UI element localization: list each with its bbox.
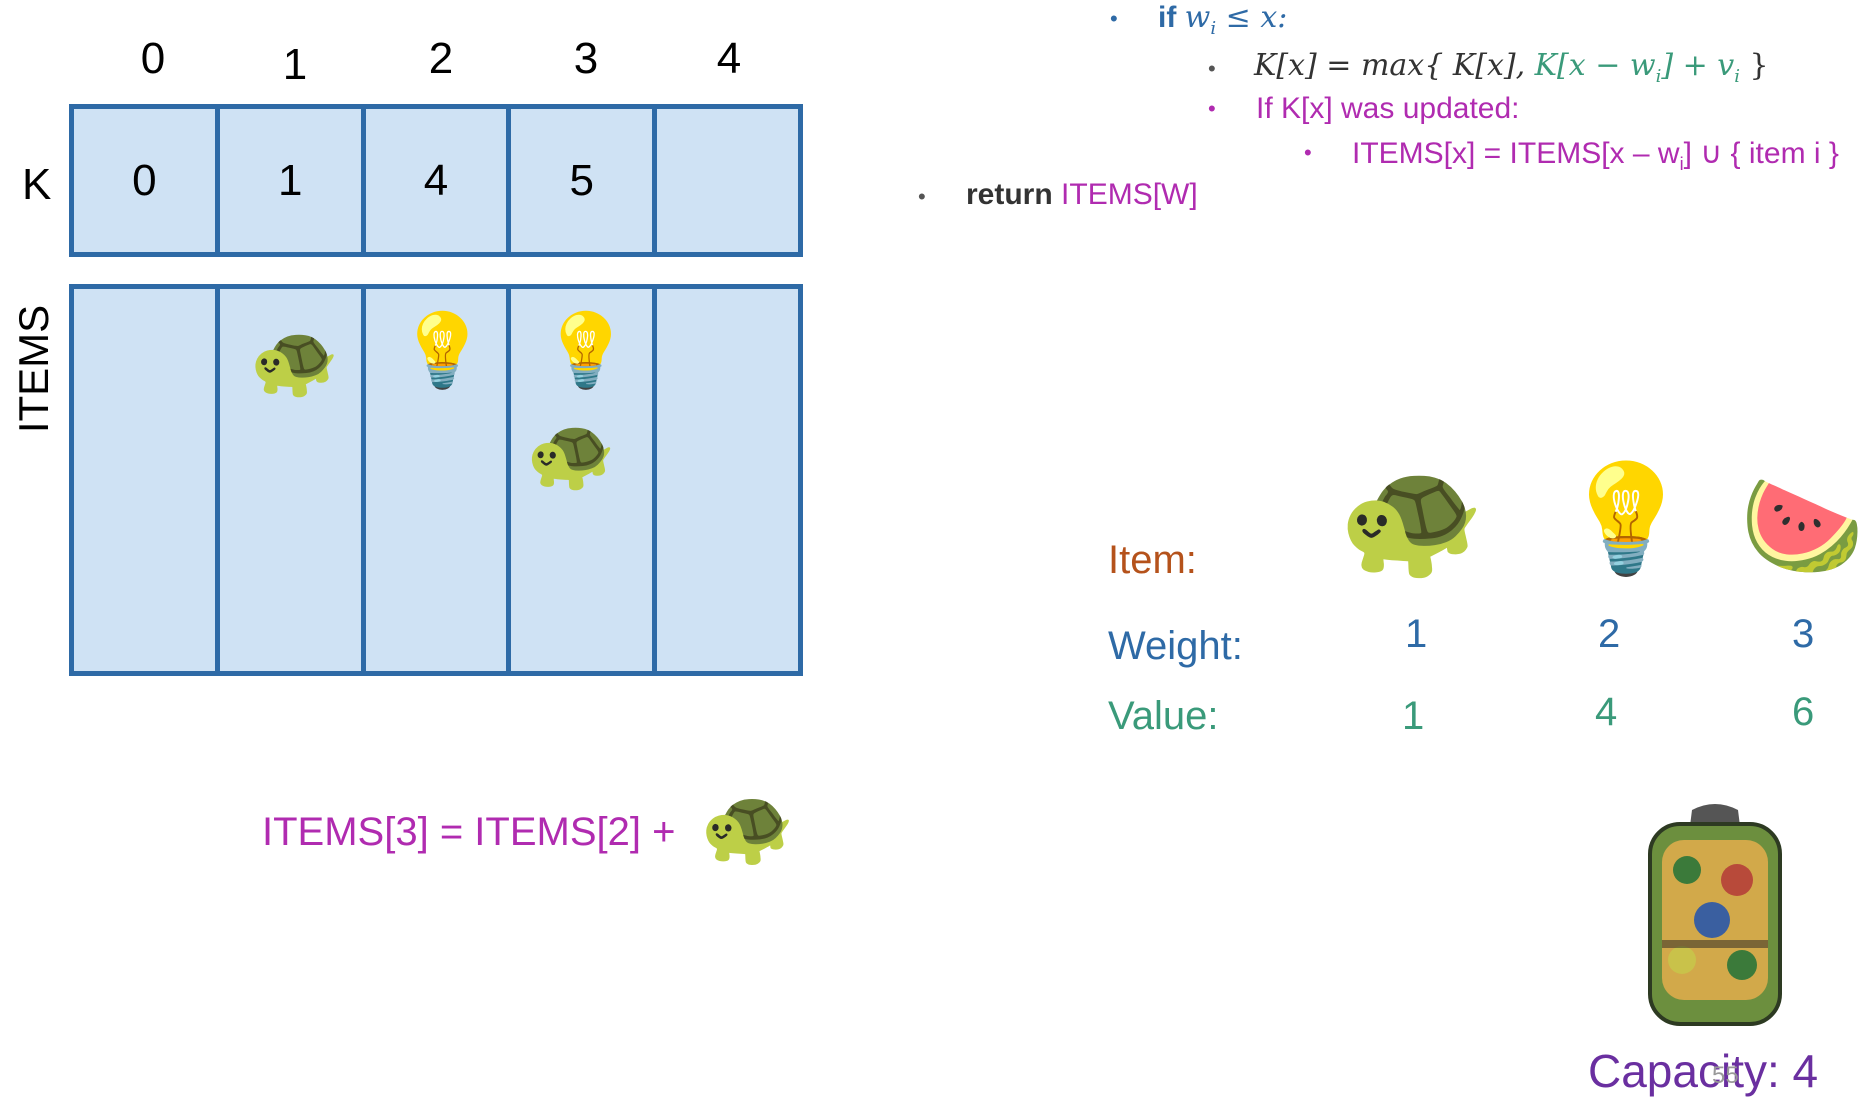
- column-header-0: 0: [140, 34, 166, 83]
- value-value: 1: [1402, 694, 1425, 738]
- items-cell-3: 💡 🐢: [511, 289, 658, 671]
- items-cell-4: [657, 289, 798, 671]
- weight-value: 1: [1405, 612, 1428, 656]
- turtle-icon: 🐢: [700, 781, 795, 870]
- lightbulb-icon: 💡: [1560, 457, 1692, 580]
- k-value: 4: [423, 155, 449, 205]
- if-keyword: if: [1158, 1, 1177, 34]
- turtle-icon: 🐢: [1338, 448, 1485, 586]
- bullet: •: [918, 184, 926, 209]
- items-cell-0: [74, 289, 220, 671]
- item-label: Item:: [1108, 538, 1197, 582]
- items-cell-1: 🐢: [220, 289, 366, 671]
- k-table: 0 1 4 5: [69, 104, 803, 257]
- weight-value: 3: [1792, 612, 1815, 656]
- code-line-items-update: ITEMS[x] = ITEMS[x – wi] ∪ { item i }: [1352, 137, 1839, 174]
- value-value: 6: [1792, 690, 1815, 734]
- column-header-3: 3: [573, 34, 599, 83]
- code-line-return: return ITEMS[W]: [966, 178, 1198, 212]
- bullet: •: [1208, 96, 1216, 121]
- lightbulb-icon: 💡: [541, 308, 632, 392]
- k-cell-3: 5: [511, 109, 658, 252]
- max-expression: K[x] = max{ K[x],: [1254, 48, 1535, 83]
- code-line-max: K[x] = max{ K[x], K[x − wi] + vi }: [1254, 48, 1769, 87]
- k-value: 1: [277, 155, 303, 205]
- bullet: •: [1304, 140, 1312, 165]
- k-value: 5: [569, 155, 595, 205]
- return-keyword: return: [966, 178, 1053, 211]
- update-note: ITEMS[3] = ITEMS[2] +: [262, 810, 676, 854]
- k-cell-0: 0: [74, 109, 220, 252]
- value-label: Value:: [1108, 694, 1219, 738]
- bullet: •: [1110, 6, 1118, 31]
- turtle-icon: 🐢: [249, 318, 340, 402]
- k-row-label: K: [22, 160, 52, 209]
- column-header-4: 4: [716, 34, 742, 83]
- code-line-if: if wi ≤ x:: [1158, 0, 1287, 39]
- items-table: 🐢 💡 💡 🐢: [69, 284, 803, 676]
- max-close: }: [1739, 48, 1769, 83]
- weight-label: Weight:: [1108, 624, 1243, 668]
- weight-value: 2: [1598, 612, 1621, 656]
- code-line-updated: If K[x] was updated:: [1256, 92, 1520, 125]
- k-cell-4: [657, 109, 798, 252]
- k-cell-2: 4: [366, 109, 512, 252]
- k-cell-1: 1: [220, 109, 366, 252]
- column-header-2: 2: [428, 34, 454, 83]
- backpack-icon: [1632, 800, 1798, 1034]
- watermelon-icon: 🍉: [1740, 467, 1865, 584]
- bullet: •: [1208, 56, 1216, 81]
- slide-number: 55: [1712, 1062, 1739, 1089]
- capacity-label: Capacity: 4: [1588, 1045, 1819, 1097]
- items-row-label: ITEMS: [10, 304, 58, 434]
- value-value: 4: [1595, 690, 1618, 734]
- lightbulb-icon: 💡: [397, 308, 488, 392]
- items-cell-2: 💡: [366, 289, 512, 671]
- turtle-icon: 🐢: [526, 411, 617, 495]
- return-value: ITEMS[W]: [1061, 178, 1198, 211]
- k-value: 0: [132, 155, 157, 205]
- weight-var: wi ≤ x:: [1184, 0, 1288, 39]
- column-header-1: 1: [282, 40, 308, 89]
- max-alt-expression: K[x − wi] + vi: [1534, 48, 1740, 87]
